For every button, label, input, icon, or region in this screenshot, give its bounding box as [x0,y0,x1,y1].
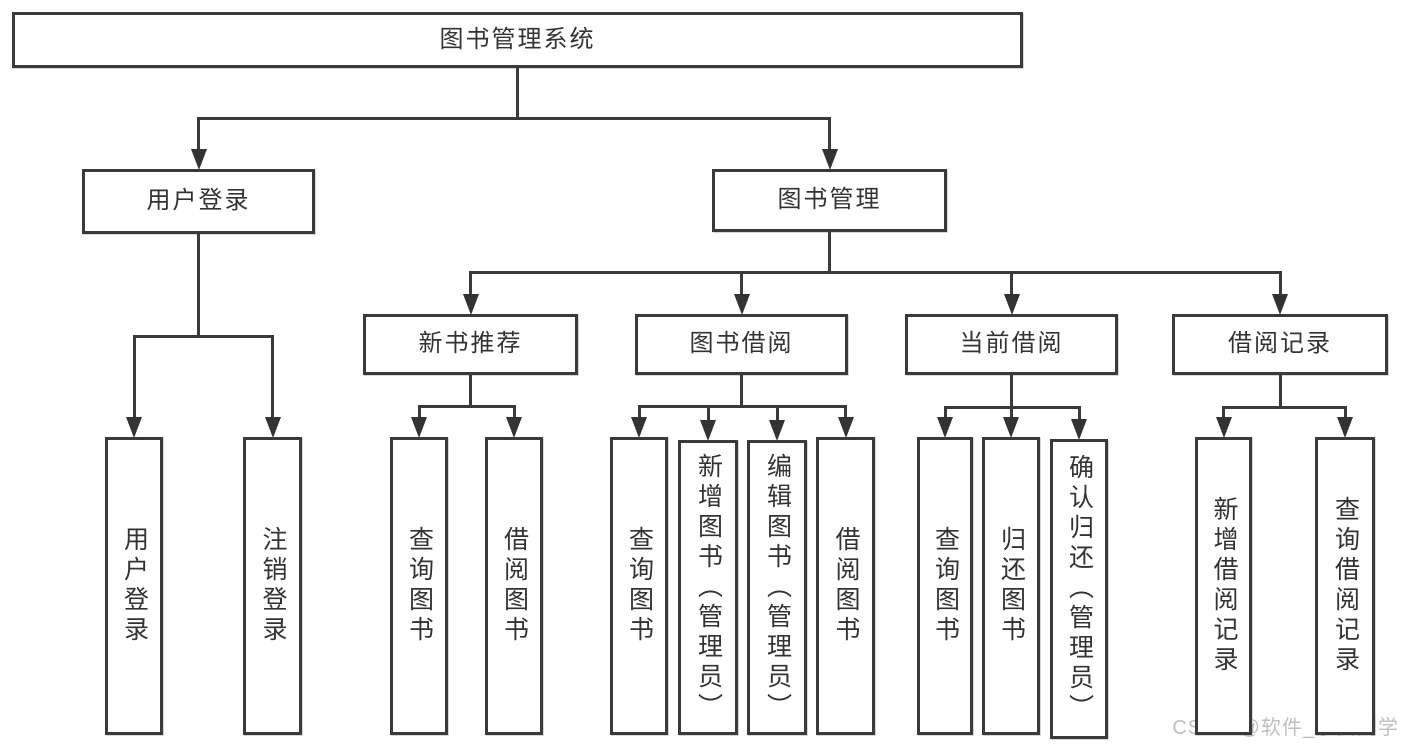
connector-rail [1222,405,1347,409]
node-label: 用户登录 [120,526,149,646]
connector-stem [1278,375,1282,407]
node-bb-query-books: 查询图书 [610,437,668,735]
connector-stem [516,68,519,118]
arrowhead-down-icon [1215,417,1232,438]
node-root: 图书管理系统 [12,12,1023,68]
arrowhead-down-icon [937,417,953,438]
connector-stem [740,375,743,406]
connector-stem [197,234,200,336]
connector-drop [1278,272,1282,299]
connector-drop [844,406,847,422]
node-user-login: 用户登录 [82,169,315,234]
arrowhead-down-icon [1003,294,1020,315]
connector-drop [1010,272,1013,299]
node-label: 用户登录 [146,187,251,215]
connector-drop [1222,407,1225,422]
arrowhead-down-icon [769,420,785,441]
node-label: 图书管理系统 [439,25,596,53]
node-cb-query-books: 查询图书 [917,437,973,735]
node-nb-query-books: 查询图书 [390,437,448,735]
node-current-borrowing: 当前借阅 [905,314,1118,375]
node-cb-confirm-return: 确认归还（管理员） [1050,439,1108,739]
node-bb-edit-books: 编辑图书（管理员） [747,440,807,735]
node-bb-add-books: 新增图书（管理员） [678,440,738,735]
node-label: 新增图书（管理员） [694,452,723,723]
node-bb-borrow-books: 借阅图书 [816,437,875,735]
connector-rail [132,334,274,338]
node-br-query-record: 查询借阅记录 [1315,437,1375,735]
connector-stem [469,375,472,406]
connector-stem [1010,375,1013,407]
node-book-management: 图书管理 [712,169,947,232]
connector-drop [828,118,831,154]
node-label: 查询借阅记录 [1331,496,1360,676]
node-label: 查询图书 [931,526,960,646]
node-label: 新增借阅记录 [1210,496,1238,676]
node-label: 查询图书 [625,526,654,646]
arrowhead-down-icon [631,417,647,438]
connector-rail [417,404,516,408]
connector-drop [417,406,421,422]
node-label: 当前借阅 [959,330,1064,358]
node-label: 借阅记录 [1228,330,1332,358]
node-book-borrowing: 图书借阅 [635,314,848,375]
node-label: 新书推荐 [418,330,523,358]
node-label: 图书管理 [777,186,882,214]
node-label: 编辑图书（管理员） [763,452,792,723]
connector-drop [1009,407,1013,422]
connector-drop [197,118,200,154]
node-cb-return-books: 归还图书 [982,437,1040,735]
connector-drop [775,406,779,425]
arrowhead-down-icon [837,417,854,438]
node-leaf-user-login: 用户登录 [105,437,163,735]
connector-drop [1077,407,1081,424]
connector-drop [132,336,136,422]
connector-drop [943,407,947,422]
connector-drop [469,272,472,299]
arrowhead-down-icon [1272,294,1288,315]
arrowhead-down-icon [733,294,750,315]
node-new-book-recommend: 新书推荐 [363,314,578,375]
connector-drop [706,406,710,425]
node-label: 注销登录 [259,526,287,646]
arrowhead-down-icon [126,417,142,438]
node-label: 图书借阅 [689,330,794,358]
node-label: 借阅图书 [832,526,860,646]
node-label: 确认归还（管理员） [1065,454,1094,724]
node-label: 借阅图书 [500,526,529,646]
node-leaf-logout: 注销登录 [243,437,302,735]
arrowhead-down-icon [411,417,427,438]
connector-stem [828,232,831,272]
node-label: 归还图书 [997,526,1026,646]
connector-rail [637,404,847,408]
connector-drop [637,406,641,422]
connector-drop [512,406,516,422]
arrowhead-down-icon [462,294,479,315]
connector-drop [271,336,274,422]
arrowhead-down-icon [1071,419,1087,440]
node-nb-borrow-books: 借阅图书 [485,437,543,735]
arrowhead-down-icon [1003,417,1019,438]
node-borrowing-records: 借阅记录 [1172,314,1388,375]
node-label: 查询图书 [405,526,434,646]
arrowhead-down-icon [190,149,207,170]
arrowhead-down-icon [700,420,716,441]
connector-drop [1343,407,1347,422]
connector-drop [740,272,743,299]
arrowhead-down-icon [821,149,838,170]
arrowhead-down-icon [506,417,522,438]
arrowhead-down-icon [1337,417,1353,438]
connector-rail [197,116,831,120]
connector-rail [469,270,1282,274]
arrowhead-down-icon [264,417,281,438]
node-br-add-record: 新增借阅记录 [1195,437,1252,735]
